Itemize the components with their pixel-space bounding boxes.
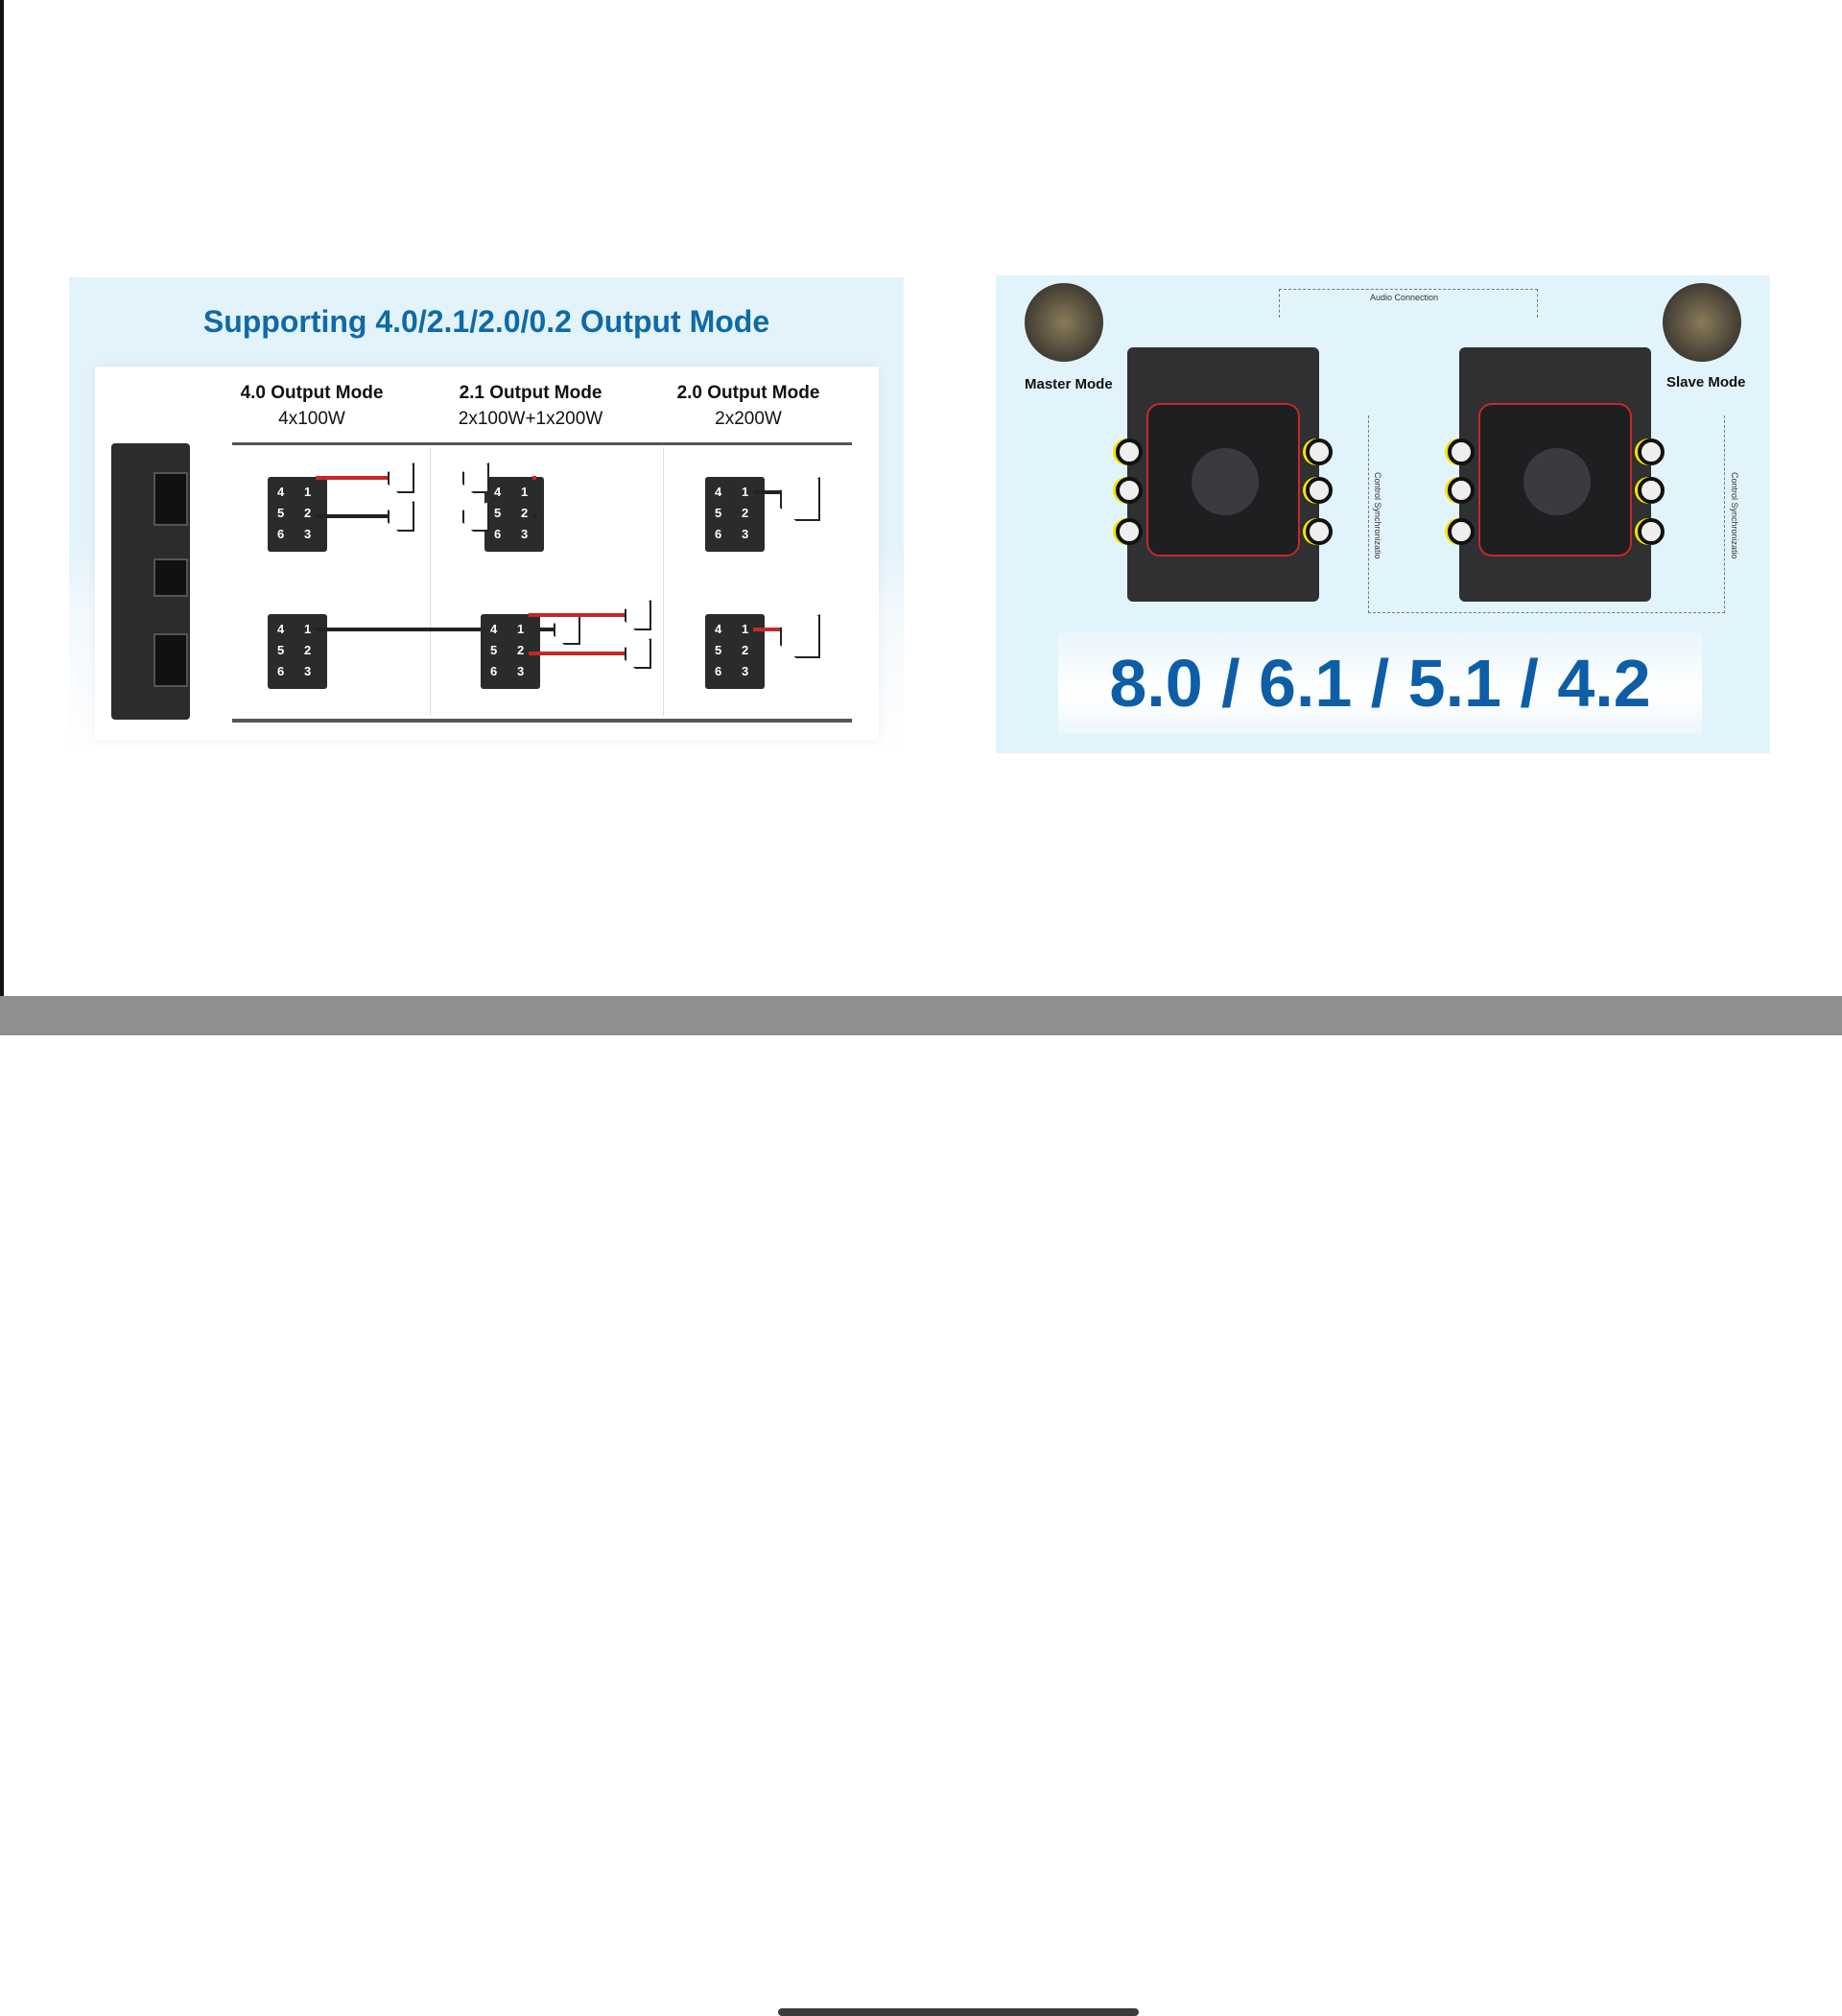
master-slave-panel: Audio Connection Master Mode Slave Mode … [996,275,1770,753]
terminal-label: 4 [715,622,721,636]
wire [532,476,536,480]
audio-connection-label: Audio Connection [1370,293,1438,302]
amplifier-board-edge-image [111,443,190,720]
speaker-icon [554,614,580,645]
terminal-block: 4 1 5 2 6 3 [705,614,765,689]
terminal-label: 6 [494,527,501,541]
terminal-label: 2 [304,506,311,520]
wire [753,628,780,631]
terminal-label: 2 [742,506,748,520]
terminal-label: 5 [277,506,284,520]
wire [529,652,625,655]
terminal-label: 5 [494,506,501,520]
terminal-label: 3 [304,664,311,678]
connector [154,472,188,526]
output-mode-title: Supporting 4.0/2.1/2.0/0.2 Output Mode [69,304,904,340]
wire [529,613,625,617]
speaker-icon [625,600,651,630]
wire [532,514,536,518]
terminal-label: 4 [715,485,721,499]
terminal-label: 6 [277,664,284,678]
power-label: 2x200W [715,409,782,429]
terminal-label: 3 [517,664,524,678]
slave-zoom-image [1663,283,1741,362]
terminal-label: 5 [715,643,721,657]
capacitor [1116,477,1143,504]
terminal-label: 4 [277,485,284,499]
speaker-icon [780,477,820,521]
power-label: 4x100W [278,409,345,429]
terminal-label: 3 [742,527,748,541]
terminal-label: 3 [304,527,311,541]
screen-edge [0,0,4,998]
capacitor [1116,439,1143,465]
capacitor [1306,477,1333,504]
speaker-icon [625,638,651,669]
home-indicator[interactable] [778,2008,1139,2016]
terminal-label: 6 [715,527,721,541]
master-mode-label: Master Mode [1025,376,1113,392]
terminal-block: 4 1 5 2 6 3 [705,477,765,552]
output-mode-card: 4.0 Output Mode 4x100W 2.1 Output Mode 2x1… [95,367,879,740]
speaker-icon [780,614,820,658]
connector [154,633,188,687]
control-sync-label: Control Synchronizatio [1373,472,1382,559]
wire [753,490,780,494]
terminal-label: 4 [494,485,501,499]
channel-config-banner: 8.0 / 6.1 / 5.1 / 4.2 [1058,632,1702,734]
column-2-1: 2.1 Output Mode 2x100W+1x200W [425,380,636,432]
column-separator [663,447,664,716]
divider-bottom [232,720,852,723]
wire [316,514,388,518]
terminal-label: 5 [277,643,284,657]
terminal-label: 3 [521,527,528,541]
terminal-label: 6 [277,527,284,541]
capacitor [1116,518,1143,545]
master-amplifier-board [1127,347,1319,602]
terminal-label: 5 [715,506,721,520]
wire [316,476,388,480]
speaker-icon [388,462,414,493]
master-zoom-image [1025,283,1103,362]
connector [154,558,188,597]
terminal-label: 4 [490,622,497,636]
column-separator [430,447,431,716]
column-2-0: 2.0 Output Mode 2x200W [643,380,854,432]
terminal-label: 1 [742,622,748,636]
terminal-label: 2 [304,643,311,657]
output-mode-panel: Supporting 4.0/2.1/2.0/0.2 Output Mode 4… [69,277,904,758]
mode-label: 2.0 Output Mode [643,380,854,406]
terminal-label: 1 [304,622,311,636]
terminal-label: 1 [517,622,524,636]
terminal-label: 2 [742,643,748,657]
terminal-label: 5 [490,643,497,657]
terminal-label: 1 [521,485,528,499]
terminal-label: 2 [521,506,528,520]
terminal-label: 3 [742,664,748,678]
terminal-block: 4 1 5 2 6 3 [268,614,327,689]
terminal-label: 2 [517,643,524,657]
power-label: 2x100W+1x200W [459,409,603,429]
capacitor [1306,518,1333,545]
column-4-0: 4.0 Output Mode 4x100W [206,380,417,432]
capacitor [1306,439,1333,465]
terminal-label: 4 [277,622,284,636]
control-sync-label: Control Synchronizatio [1730,472,1739,559]
terminal-label: 1 [742,485,748,499]
fan-icon [1146,403,1300,557]
speaker-icon [388,501,414,532]
terminal-label: 6 [490,664,497,678]
speaker-icon [462,462,489,493]
terminal-label: 1 [304,485,311,499]
bottom-bar [0,996,1842,1035]
terminal-label: 6 [715,664,721,678]
divider-top [232,442,852,445]
slave-mode-label: Slave Mode [1666,374,1746,391]
speaker-icon [462,501,489,532]
mode-label: 2.1 Output Mode [425,380,636,406]
control-sync-line [1368,415,1725,613]
mode-label: 4.0 Output Mode [206,380,417,406]
